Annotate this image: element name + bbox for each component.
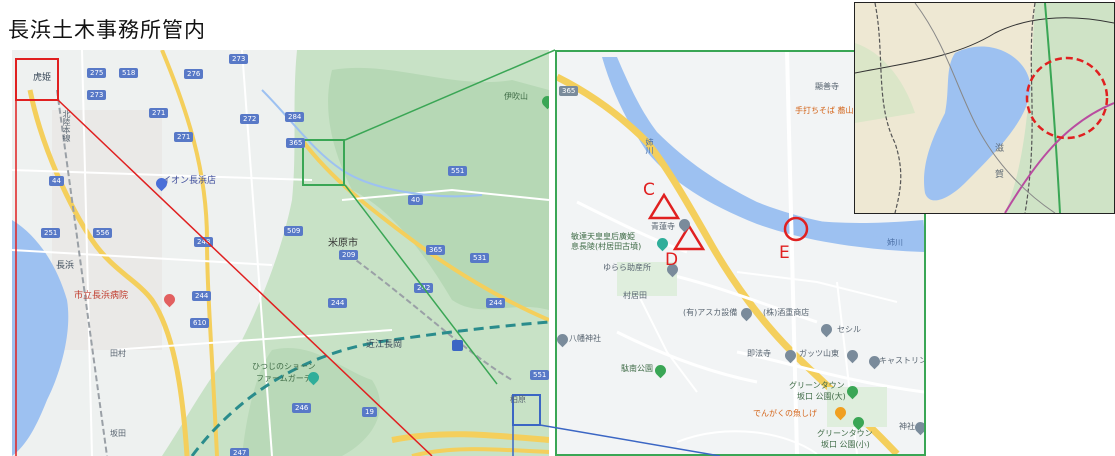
rail-line-label: 北陸本線: [62, 110, 71, 142]
main-road: [557, 73, 900, 454]
marker-e-label: E: [779, 243, 790, 263]
place-nagahama-station: 長浜: [56, 261, 75, 271]
place-hachiman: 八幡神社: [569, 334, 601, 343]
route-shield: 273: [229, 54, 249, 65]
jurisdiction-highlight-circle: [1025, 56, 1109, 140]
place-jinja: 神社: [899, 422, 915, 431]
place-green-town-line2: 坂口 公園(大): [797, 392, 846, 401]
inset-label-ga: 賀: [995, 170, 1005, 180]
inset-label-shi: 滋: [995, 144, 1005, 154]
main-map[interactable]: 虎姫 北陸本線 イオン長浜店 長浜 市立長浜病院 米原市 近江長岡 田村 坂田 …: [12, 50, 549, 456]
route-shield: 271: [174, 132, 194, 143]
place-green-town-small-line2: 坂口 公園(小): [821, 440, 870, 449]
route-shield: 551: [530, 370, 549, 381]
place-farm-garden-line1: ひつじのショーン: [252, 362, 316, 371]
route-shield: 276: [184, 69, 204, 80]
marker-c-triangle: [647, 192, 681, 220]
place-anegawa-2: 姉川: [887, 238, 903, 247]
route-shield: 365: [286, 138, 306, 149]
place-torahime: 虎姫: [33, 73, 52, 83]
route-shield: 251: [41, 228, 61, 239]
place-seiru: セシル: [837, 325, 861, 334]
route-shield: 365: [559, 86, 579, 97]
place-ibukiyama: 伊吹山: [504, 92, 528, 101]
lake-biwa: [12, 220, 69, 456]
place-tamura: 田村: [110, 349, 126, 358]
route-shield: 518: [119, 68, 139, 79]
route-shield: 271: [149, 108, 169, 119]
place-anegawa: 姉川: [645, 138, 654, 154]
regional-inset-map[interactable]: 滋 賀: [854, 2, 1115, 214]
route-shield: 244: [486, 298, 506, 309]
marker-d-label: D: [665, 250, 679, 270]
page-title: 長浜土木事務所管内: [8, 18, 206, 42]
route-shield: 247: [230, 448, 250, 456]
place-aeon: イオン長浜店: [162, 176, 217, 186]
place-jokoji: 即法寺: [747, 349, 771, 358]
lake-biwa-inset: [924, 46, 1031, 201]
route-shield: 531: [470, 253, 490, 264]
omi-nagaoka-station-icon: [452, 340, 463, 351]
place-kashiwabara: 柏原: [510, 395, 526, 404]
route-shield: 272: [240, 114, 260, 125]
place-omi-nagaoka: 近江長岡: [366, 340, 403, 350]
route-shield: 244: [192, 291, 212, 302]
place-green-town-line1: グリーンタウン: [789, 381, 845, 390]
zoom-map-canvas: [557, 52, 924, 454]
marker-d-triangle: [672, 223, 706, 251]
route-shield: 209: [339, 250, 359, 261]
place-kenzenji: 顯善寺: [815, 82, 839, 91]
route-shield: 556: [93, 228, 113, 239]
route-shield: 273: [87, 90, 107, 101]
route-shield: 246: [292, 403, 312, 414]
place-sakashige: (株)酒重商店: [763, 308, 810, 317]
place-gatsuyama: ガッツ山東: [799, 349, 839, 358]
route-shield: 551: [448, 166, 468, 177]
route-shield: 242: [414, 283, 434, 294]
place-green-town-small-line1: グリーンタウン: [817, 429, 873, 438]
place-nagahama-hospital: 市立長浜病院: [74, 291, 129, 301]
route-shield: 610: [190, 318, 210, 329]
route-shield: 284: [285, 112, 305, 123]
route-shield: 365: [426, 245, 446, 256]
marker-c-label: C: [643, 180, 655, 200]
route-shield: 19: [362, 407, 377, 418]
place-kofun-line1: 息長陵(村居田古墳): [571, 242, 642, 251]
place-yurara: ゆらら助産所: [603, 263, 651, 272]
place-soba: 手打ちそば 蕎山: [795, 106, 854, 115]
regional-map-canvas: [855, 3, 1114, 213]
route-shield: 44: [49, 176, 64, 187]
place-maibara-city: 米原市: [328, 238, 358, 249]
route-shield: 509: [284, 226, 304, 237]
place-dengaku: でんがくの魚しげ: [753, 409, 817, 418]
place-sakata: 坂田: [110, 429, 126, 438]
place-castling: キャストリン: [879, 356, 926, 365]
main-map-canvas: [12, 50, 549, 456]
torahime-highlight-box: [15, 58, 59, 101]
route-shield: 275: [87, 68, 107, 79]
place-kofun-line2: 敏達天皇皇后廣姫: [571, 232, 635, 241]
place-chunan-park: 駄南公園: [621, 364, 653, 373]
place-asuka: (有)アスカ設備: [683, 308, 738, 317]
route-shield: 244: [328, 298, 348, 309]
kashiwabara-highlight-box: [512, 394, 541, 426]
route-shield: 40: [408, 195, 423, 206]
place-seirenji: 青蓮寺: [651, 222, 675, 231]
route-shield: 248: [194, 237, 214, 248]
marker-e-circle: [783, 216, 809, 242]
place-muraida: 村居田: [623, 291, 647, 300]
